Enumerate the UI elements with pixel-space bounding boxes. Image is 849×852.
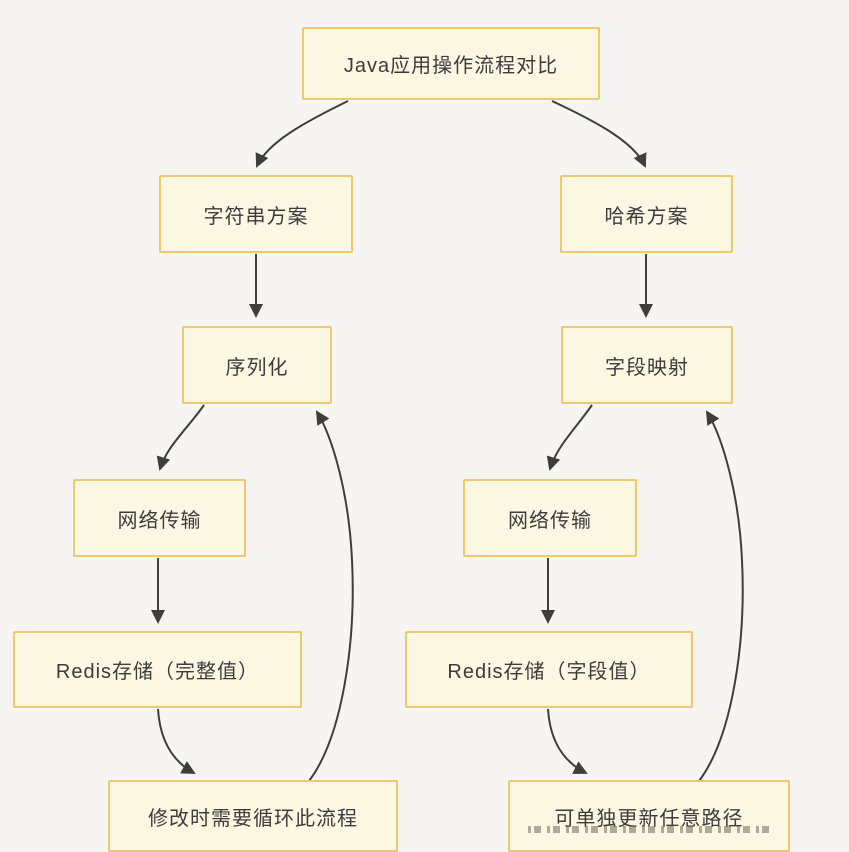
edge-loop-note-to-serialize — [308, 410, 354, 782]
node-field-mapping-label: 字段映射 — [605, 356, 689, 379]
node-loop-note-label: 修改时需要循环此流程 — [148, 807, 358, 830]
edge-redis-full-to-loop-note — [157, 708, 196, 774]
edge-update-note-to-field-mapping — [698, 410, 744, 782]
edge-field-mapping-to-network-right — [546, 404, 593, 471]
node-root: Java应用操作流程对比 — [302, 27, 600, 100]
node-network-right: 网络传输 — [463, 479, 637, 557]
edge-redis-field-to-update-note — [547, 708, 588, 774]
edges-layer — [151, 100, 744, 782]
clipped-second-line — [528, 826, 773, 833]
node-redis-full-label: Redis存储（完整值） — [55, 661, 260, 683]
node-string-plan-label: 字符串方案 — [203, 205, 309, 228]
node-serialize: 序列化 — [182, 326, 332, 404]
node-redis-field: Redis存储（字段值） — [405, 631, 693, 708]
node-root-label: Java应用操作流程对比 — [343, 55, 559, 77]
edge-root-to-hash-plan — [551, 100, 647, 168]
edge-root-to-string-plan — [255, 100, 349, 168]
node-update-note-label: 可单独更新任意路径 — [554, 807, 744, 830]
flowchart-canvas: Java应用操作流程对比 字符串方案 哈希方案 序列化 字段映射 网络传输 网络… — [13, 27, 790, 852]
edge-serialize-to-network-left — [156, 404, 205, 471]
node-redis-field-label: Redis存储（字段值） — [447, 661, 651, 683]
node-network-right-label: 网络传输 — [508, 509, 592, 532]
node-serialize-label: 序列化 — [225, 356, 289, 379]
node-update-note: 可单独更新任意路径 — [508, 780, 790, 852]
node-hash-plan-label: 哈希方案 — [604, 205, 689, 228]
node-network-left-label: 网络传输 — [117, 509, 202, 532]
node-field-mapping: 字段映射 — [561, 326, 733, 404]
node-string-plan: 字符串方案 — [159, 175, 353, 253]
node-redis-full: Redis存储（完整值） — [13, 631, 302, 708]
node-hash-plan: 哈希方案 — [560, 175, 733, 253]
node-loop-note: 修改时需要循环此流程 — [108, 780, 398, 852]
node-network-left: 网络传输 — [73, 479, 246, 557]
